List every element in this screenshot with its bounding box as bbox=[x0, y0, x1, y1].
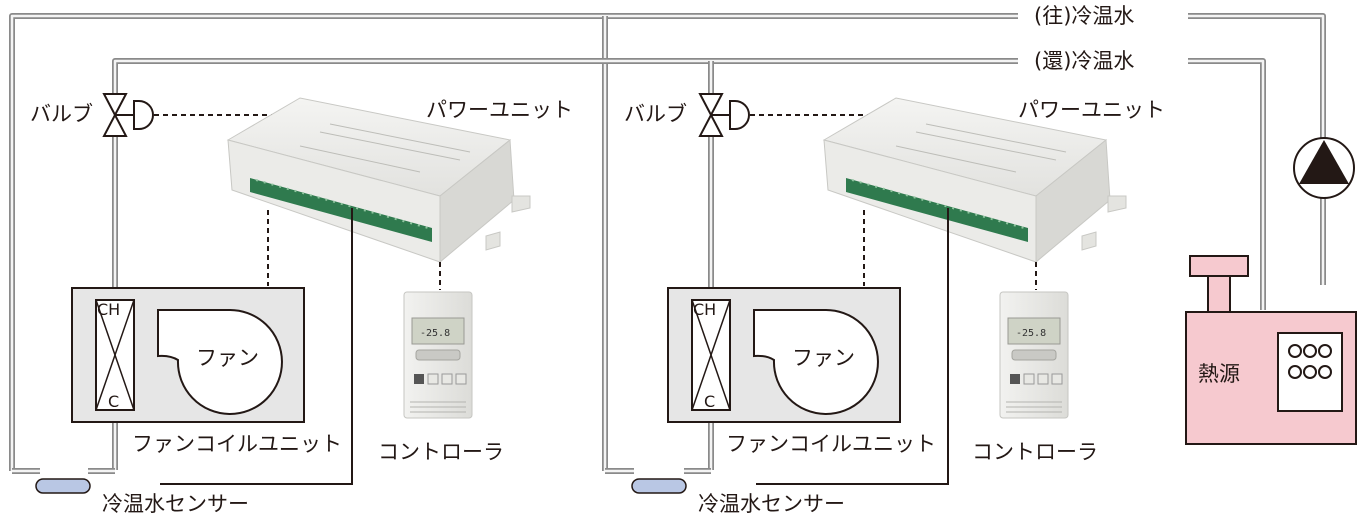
valve-icon bbox=[102, 93, 154, 137]
svg-text:-25.8: -25.8 bbox=[1016, 328, 1046, 339]
fan-icon bbox=[157, 308, 283, 415]
fan-label: ファン bbox=[196, 346, 259, 370]
water-sensor bbox=[35, 478, 91, 494]
heat-source-label: 熱源 bbox=[1198, 362, 1240, 386]
coil-top-label: CH bbox=[693, 300, 717, 319]
coil-bottom-label: C bbox=[108, 392, 120, 411]
power-unit-device bbox=[226, 97, 531, 264]
power-unit-label: パワーユニット bbox=[426, 98, 573, 122]
fcu-label: ファンコイルユニット bbox=[132, 432, 342, 456]
valve-icon bbox=[698, 93, 750, 137]
sensor-label: 冷温水センサー bbox=[698, 492, 845, 516]
supply-pipe-label: (往)冷温水 bbox=[1034, 4, 1135, 28]
power-unit-device bbox=[822, 97, 1127, 264]
unit-1: -25.8 bbox=[35, 93, 531, 494]
water-sensor bbox=[631, 478, 687, 494]
valve-label: バルブ bbox=[624, 102, 687, 126]
controller-device: -25.8 bbox=[403, 291, 473, 419]
sensor-label: 冷温水センサー bbox=[102, 492, 249, 516]
pump-icon bbox=[1293, 137, 1355, 199]
coil-bottom-label: C bbox=[704, 392, 716, 411]
fcu-label: ファンコイルユニット bbox=[726, 432, 936, 456]
svg-text:-25.8: -25.8 bbox=[420, 328, 450, 339]
fan-coil-unit bbox=[667, 287, 901, 423]
unit-2: -25.8 bbox=[631, 93, 1127, 494]
heat-source bbox=[1185, 255, 1357, 445]
controller-label: コントローラ bbox=[378, 440, 504, 464]
valve-label: バルブ bbox=[30, 102, 93, 126]
fan-coil-unit bbox=[71, 287, 305, 423]
fan-icon bbox=[753, 308, 879, 415]
sensor-wire bbox=[160, 208, 353, 485]
sensor-wire bbox=[756, 208, 949, 485]
coil-top-label: CH bbox=[97, 300, 121, 319]
fan-label: ファン bbox=[792, 346, 855, 370]
controller-device: -25.8 bbox=[999, 291, 1069, 419]
controller-label: コントローラ bbox=[972, 440, 1098, 464]
return-pipe-label: (還)冷温水 bbox=[1034, 49, 1135, 73]
power-unit-label: パワーユニット bbox=[1018, 98, 1165, 122]
